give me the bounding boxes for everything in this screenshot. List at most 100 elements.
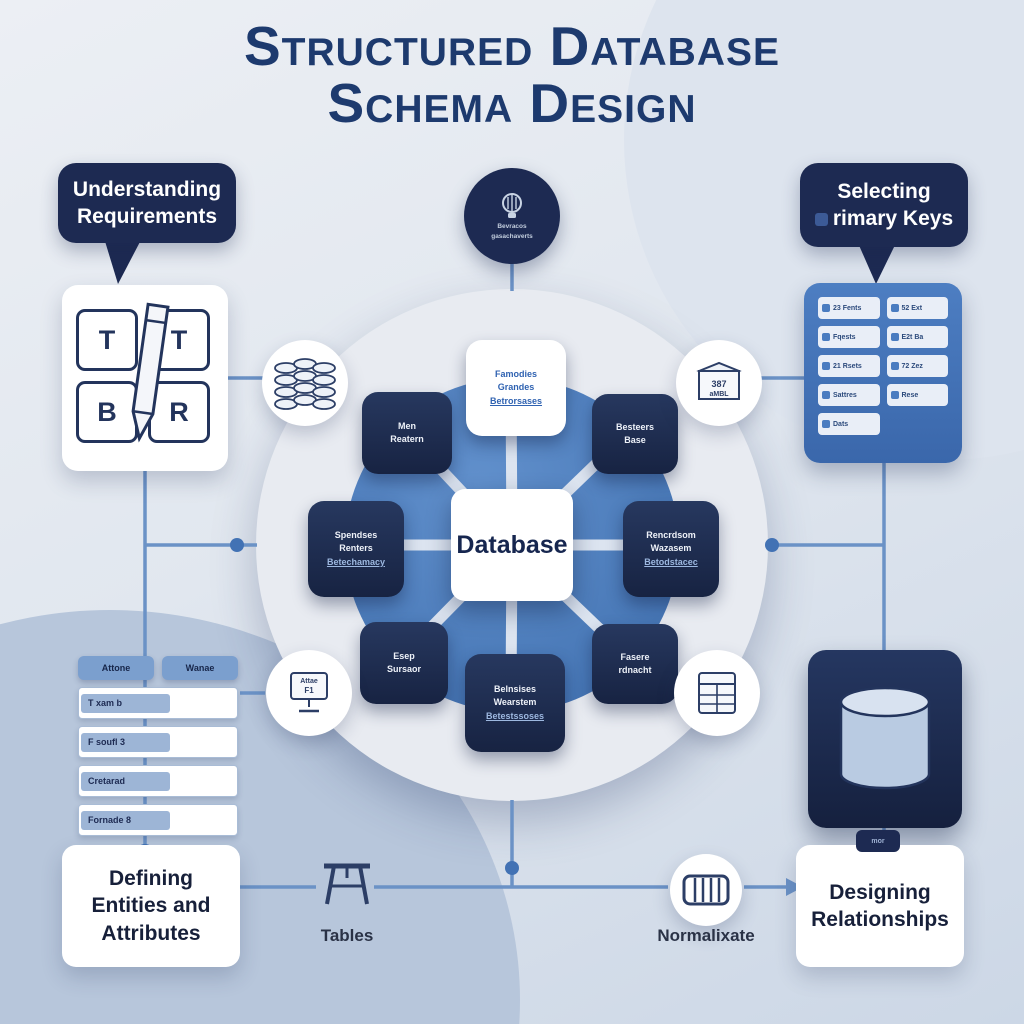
table-row-label: T xam b — [81, 693, 171, 713]
grid-table-circle — [674, 650, 760, 736]
table-row-label: Fornade 8 — [81, 810, 171, 830]
lightbulb-icon — [502, 192, 522, 218]
primary-keys-card: 23 Fents 52 Ext Fqests E2t Ba 21 Rsets 7… — [804, 283, 962, 463]
screen-text: Attae — [300, 678, 318, 685]
key-chip-label: 21 Rsets — [833, 362, 862, 370]
callout-line: Understanding — [72, 177, 222, 201]
key-icon — [822, 333, 830, 341]
node-text: Sursaor — [386, 664, 421, 674]
callout-line-text: rimary Keys — [832, 207, 954, 230]
callout-line: rimary Keys — [814, 205, 954, 232]
screen-circle: Attae F1 — [266, 650, 352, 736]
callout-selecting-primary-keys: Selecting rimary Keys — [800, 163, 968, 247]
table-tab: Attone — [78, 656, 154, 680]
key-icon — [822, 362, 830, 370]
coin-stack-icon — [274, 358, 336, 410]
hub-node-top-left: Men Reatern — [362, 392, 452, 474]
node-text: Wazasem — [650, 543, 692, 554]
key-chip: 21 Rsets — [818, 355, 880, 377]
key-chip: Sattres — [818, 384, 880, 406]
mini-connector-chip: mor — [856, 830, 900, 852]
card-line: Defining — [109, 867, 193, 891]
card-line: Entities and — [91, 894, 211, 918]
key-icon — [822, 391, 830, 399]
node-text: Belnsises — [493, 684, 537, 695]
key-icon — [890, 391, 899, 399]
table-row-label: Cretarad — [81, 771, 171, 791]
table-row: Fornade 8 — [78, 804, 238, 836]
requirements-card: T T B R — [62, 285, 228, 471]
node-text: Betestssoses — [485, 710, 545, 721]
node-text: Grandes — [497, 382, 535, 393]
hub-node-bottom-right: Fasere rdnacht — [592, 624, 678, 704]
badge-text: Bevracos — [497, 222, 527, 230]
node-text: Betrorsases — [489, 395, 543, 406]
key-chip: 72 Zez — [886, 355, 948, 377]
key-chip-label: Rese — [901, 391, 919, 399]
key-icon — [890, 304, 899, 312]
normalize-stripes-icon — [682, 874, 730, 906]
hub-node-bottom: Belnsises Wearstem Betestssoses — [465, 654, 565, 752]
hub-node-top-right: Besteers Base — [592, 394, 678, 474]
hub-node-bottom-left: Esep Sursaor — [360, 622, 448, 704]
hub-node-right: Rencrdsom Wazasem Betodstacec — [623, 501, 719, 597]
key-chip-label: 23 Fents — [833, 304, 862, 312]
callout-line: Requirements — [76, 205, 218, 228]
node-text: Men — [398, 420, 416, 431]
key-chip: E2t Ba — [886, 326, 948, 348]
node-text: Betechamacy — [326, 556, 386, 567]
crate-text: 387 — [711, 379, 726, 389]
database-label: Database — [456, 530, 568, 559]
key-chip-label: Sattres — [833, 391, 857, 399]
screen-text: F1 — [304, 686, 314, 695]
page-title: Structured Database Schema Design — [0, 15, 1024, 135]
key-chip-label: 52 Ext — [901, 304, 923, 312]
database-cylinder-icon — [839, 686, 931, 790]
hub-center-database: Database — [451, 489, 573, 601]
node-text: Wearstem — [493, 697, 537, 708]
key-chip: Rese — [886, 384, 948, 406]
node-text: Famodies — [494, 369, 537, 380]
letter-cell: B — [76, 381, 138, 443]
key-icon — [822, 420, 830, 428]
node-text: Besteers — [615, 421, 655, 432]
tables-label: Tables — [320, 926, 374, 945]
key-icon — [822, 304, 830, 312]
normalize-label: Normalixate — [657, 926, 755, 945]
table-tab: Wanae — [162, 656, 238, 680]
grid-table-icon — [698, 672, 736, 714]
hub-node-left: Spendses Renters Betechamacy — [308, 501, 404, 597]
key-chip-label: E2t Ba — [901, 333, 924, 341]
pencil-icon — [131, 302, 170, 443]
key-icon — [814, 212, 828, 226]
normalize-circle — [670, 854, 742, 926]
designing-relationships-card: Designing Relationships — [796, 845, 964, 967]
screen-icon: Attae F1 — [290, 672, 328, 713]
crate-text: aMBL — [709, 391, 729, 398]
workbench-table-icon — [324, 863, 370, 905]
key-chip: Dats — [818, 413, 880, 435]
crate-icon: 387 aMBL — [696, 361, 742, 400]
node-text: Renters — [339, 543, 373, 554]
table-row: T xam b — [78, 687, 238, 719]
crate-circle: 387 aMBL — [676, 340, 762, 426]
node-text: rdnacht — [618, 665, 652, 675]
title-line-2: Schema Design — [327, 72, 697, 135]
key-chip-label: 72 Zez — [901, 362, 923, 370]
callout-line: Selecting — [837, 179, 931, 203]
node-text: Spendses — [334, 530, 378, 541]
node-text: Fasere — [620, 651, 650, 662]
key-chip: 23 Fents — [818, 297, 880, 319]
letter-grid: T T B R — [76, 309, 210, 443]
card-line: Relationships — [811, 908, 949, 931]
node-text: Esep — [393, 650, 415, 661]
title-line-1: Structured Database — [243, 15, 781, 77]
node-text: Reatern — [390, 434, 424, 444]
hub-node-top: Famodies Grandes Betrorsases — [466, 340, 566, 436]
entity-attribute-table: Attone Wanae T xam b F soufl 3 Cretarad … — [78, 656, 238, 836]
card-line: Designing — [829, 880, 931, 904]
key-chip: Fqests — [818, 326, 880, 348]
card-line: Attributes — [101, 921, 201, 945]
node-text: Betodstacec — [644, 556, 698, 567]
